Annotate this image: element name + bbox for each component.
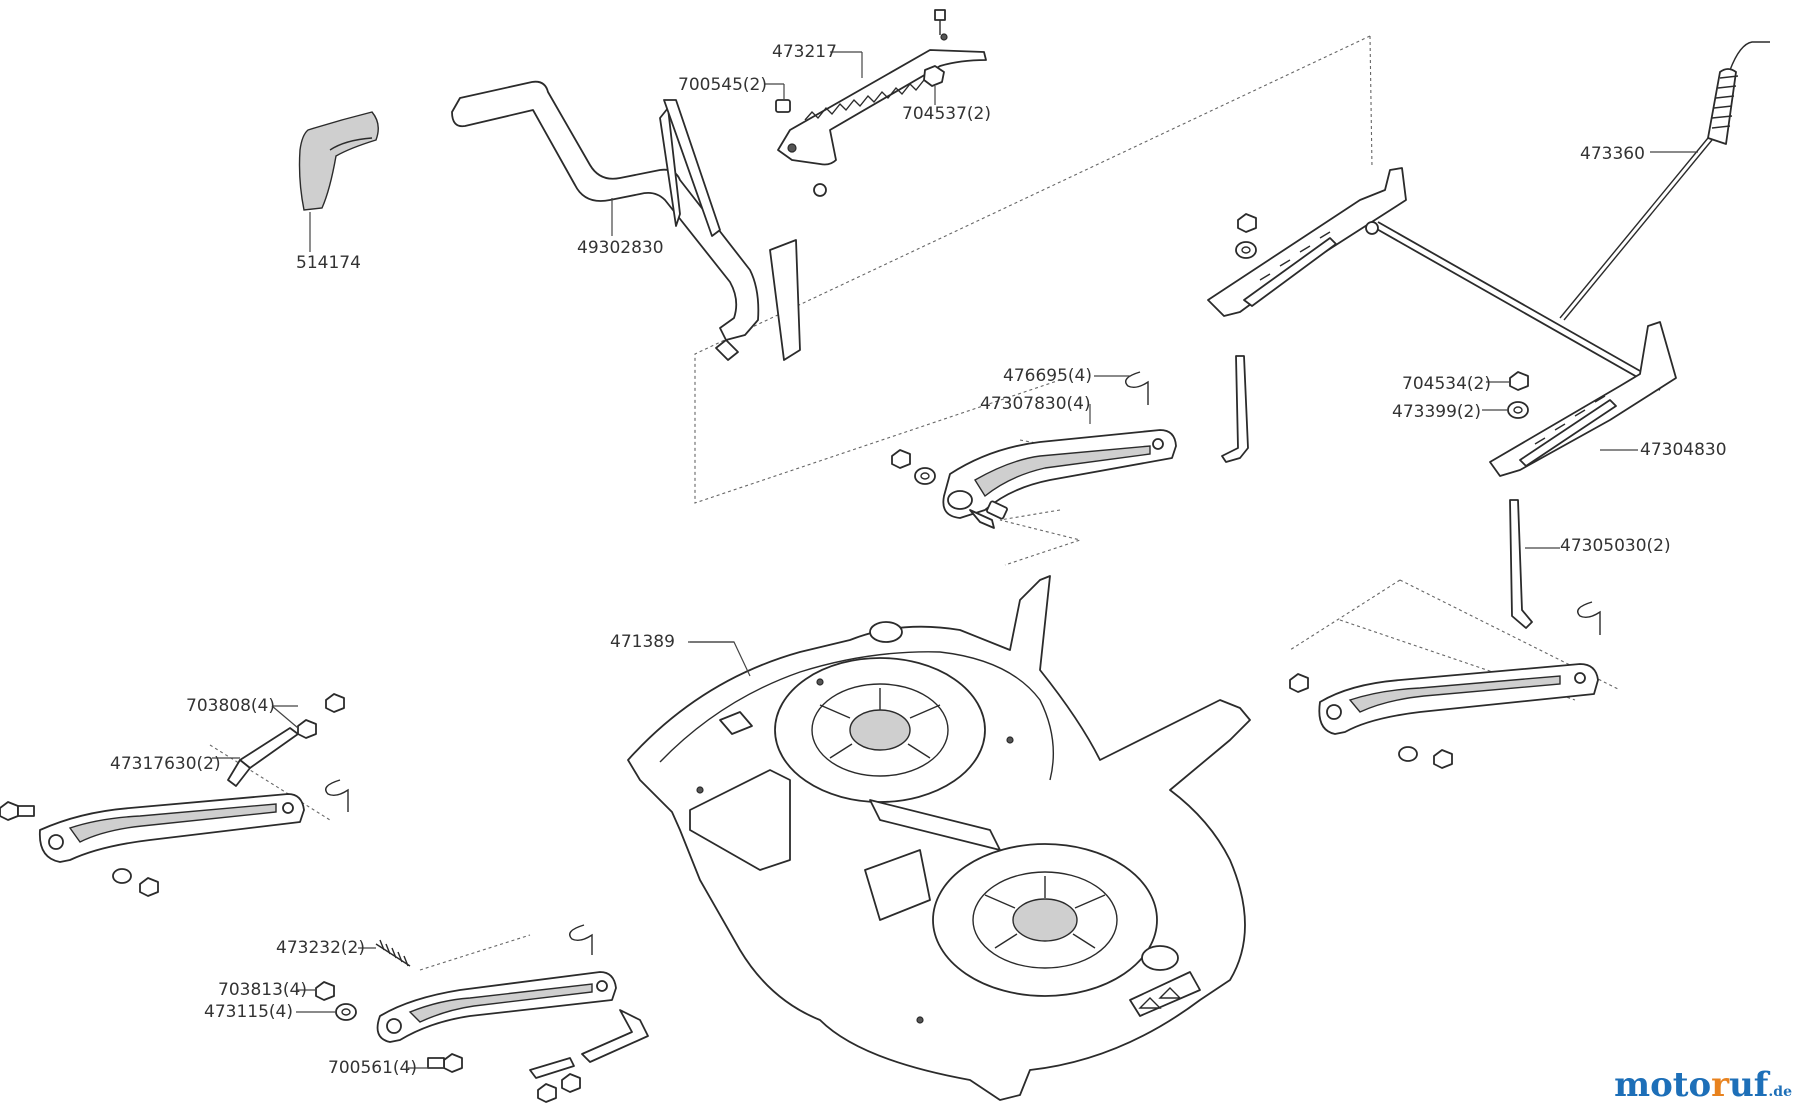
part-703808-nuts xyxy=(271,693,345,739)
part-704537-nut xyxy=(923,65,945,105)
label-47307830: 47307830(4) xyxy=(980,394,1091,414)
part-arm-left xyxy=(0,793,305,897)
part-476695-clips xyxy=(325,371,1601,955)
label-473217: 473217 xyxy=(772,42,837,62)
part-47305030-link-rods xyxy=(1221,355,1560,629)
label-49302830: 49302830 xyxy=(577,238,664,258)
part-703813-nut xyxy=(296,981,335,1001)
label-704534: 704534(2) xyxy=(1402,374,1491,394)
label-473399: 473399(2) xyxy=(1392,402,1481,422)
part-700545-screw xyxy=(765,83,827,197)
part-47317630-link xyxy=(212,727,299,787)
label-47317630: 47317630(2) xyxy=(110,754,221,774)
label-473232: 473232(2) xyxy=(276,938,365,958)
part-arm-right-front xyxy=(1289,663,1599,769)
label-704537: 704537(2) xyxy=(902,104,991,124)
part-473360-spring xyxy=(1559,41,1770,321)
label-700561: 700561(4) xyxy=(328,1058,417,1078)
label-47304830: 47304830 xyxy=(1640,440,1727,460)
part-700561-bolt xyxy=(408,1053,463,1073)
part-473217-bracket xyxy=(777,9,987,166)
part-lift-bracket-upper xyxy=(1207,167,1664,391)
part-47304830-lift-bracket xyxy=(1489,321,1677,477)
part-49302830-lever xyxy=(451,80,801,361)
label-471389: 471389 xyxy=(610,632,675,652)
part-47307830-arm-middle xyxy=(891,404,1177,529)
label-473360: 473360 xyxy=(1580,144,1645,164)
part-473232-spring-small xyxy=(358,939,411,967)
part-704534-nuts xyxy=(1237,213,1529,391)
label-514174: 514174 xyxy=(296,253,361,273)
label-476695: 476695(4) xyxy=(1003,366,1092,386)
part-471389-mower-deck xyxy=(627,575,1251,1101)
label-47305030: 47305030(2) xyxy=(1560,536,1671,556)
part-514174-grip xyxy=(298,111,379,252)
part-473399-washers xyxy=(1235,241,1529,419)
label-703808: 703808(4) xyxy=(186,696,275,716)
motoruf-watermark: motoruf.de xyxy=(1614,1065,1792,1105)
label-700545: 700545(2) xyxy=(678,75,767,95)
label-473115: 473115(4) xyxy=(204,1002,293,1022)
part-473115-washer xyxy=(296,1003,357,1021)
part-arm-lower-left xyxy=(376,971,649,1103)
label-703813: 703813(4) xyxy=(218,980,307,1000)
